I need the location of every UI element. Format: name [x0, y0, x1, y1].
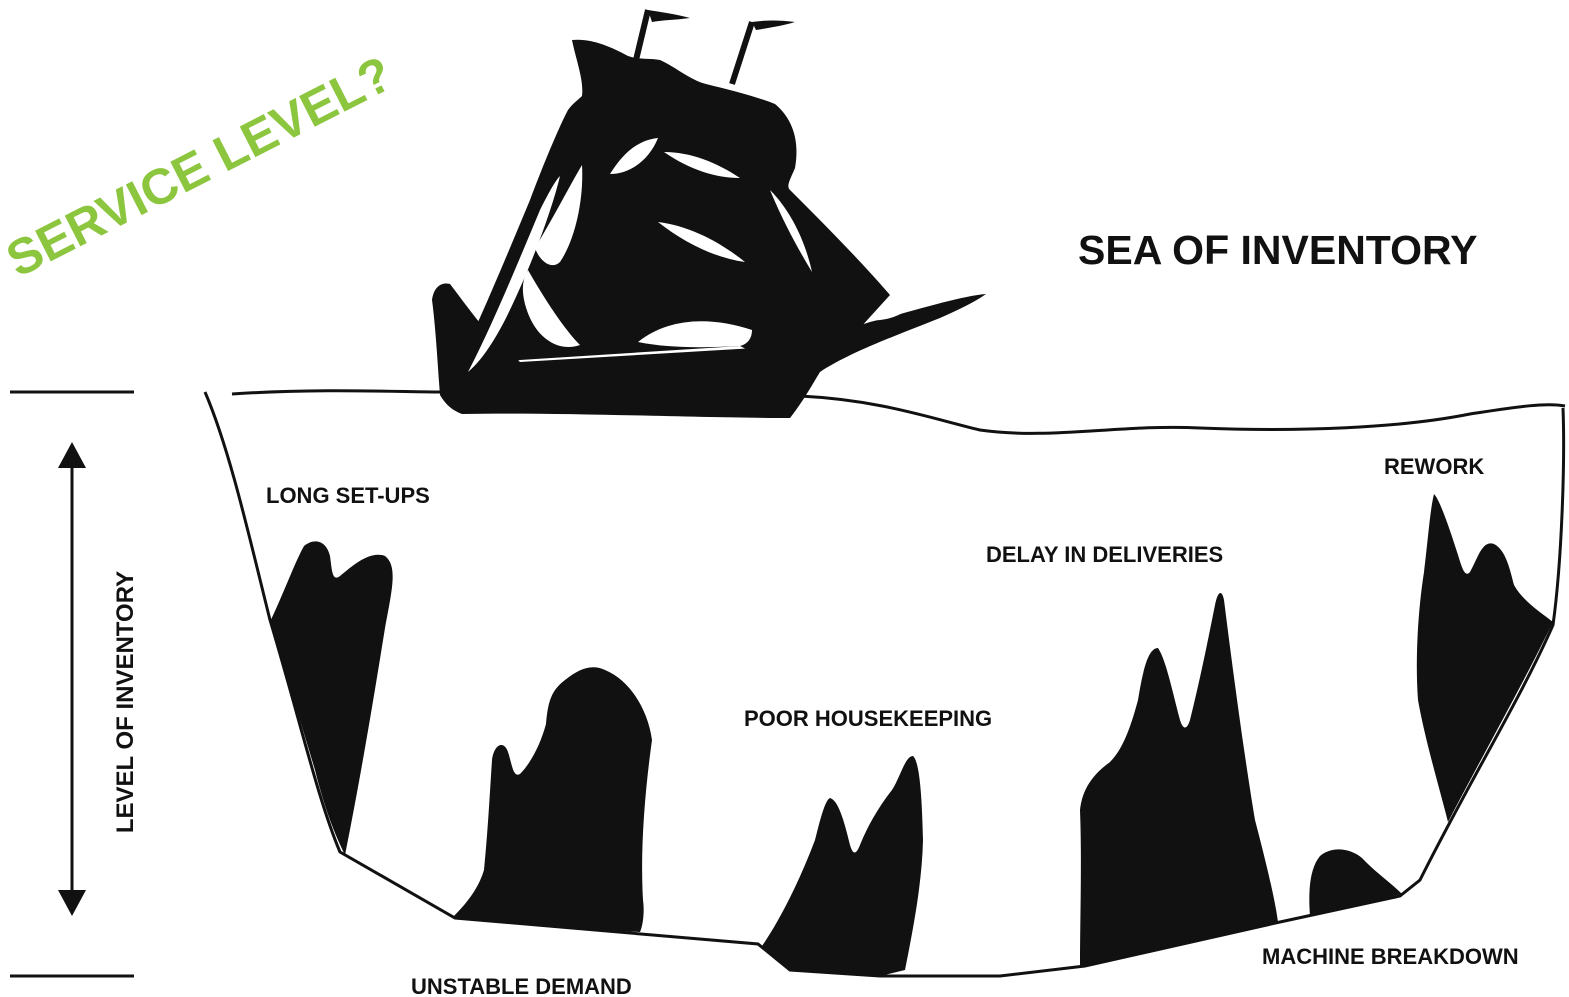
rock-long-setups [270, 541, 393, 855]
label-rework: REWORK [1384, 454, 1484, 479]
axis-label: LEVEL OF INVENTORY [112, 571, 139, 833]
label-delay-in-deliveries: DELAY IN DELIVERIES [986, 542, 1223, 567]
rocks [270, 494, 1553, 976]
ship-sails [455, 40, 890, 372]
label-long-setups: LONG SET-UPS [266, 483, 430, 508]
water-surface-line [232, 391, 1565, 434]
ship-flag-1 [648, 10, 690, 22]
service-level-question: SERVICE LEVEL? [0, 45, 401, 287]
diagram-title: SEA OF INVENTORY [1078, 227, 1477, 273]
ship-flag-2 [752, 21, 795, 31]
rock-delay-in-deliveries [1080, 593, 1278, 966]
rock-poor-housekeeping [762, 756, 923, 976]
rock-rework [1417, 494, 1553, 822]
inventory-level-indicator: LEVEL OF INVENTORY [10, 392, 139, 976]
label-unstable-demand: UNSTABLE DEMAND [411, 974, 632, 997]
label-machine-breakdown: MACHINE BREAKDOWN [1262, 944, 1519, 969]
arrow-down-icon [58, 890, 86, 916]
sailing-ship-icon [432, 10, 986, 418]
label-poor-housekeeping: POOR HOUSEKEEPING [744, 706, 992, 731]
rock-unstable-demand [452, 667, 652, 932]
arrow-up-icon [58, 442, 86, 468]
